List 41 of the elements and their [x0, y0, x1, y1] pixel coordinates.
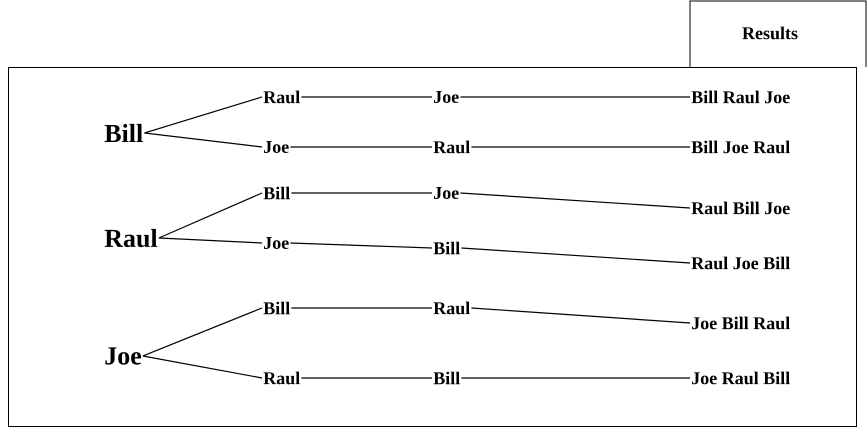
branch-name: Raul: [264, 90, 300, 104]
connector-line: [301, 377, 432, 379]
branch-name: Raul: [434, 302, 470, 314]
connector-line: [144, 132, 262, 148]
root-name: Joe: [105, 347, 142, 365]
frame-box: [8, 67, 857, 427]
result-text: Joe Raul Bill: [692, 372, 790, 384]
connector-line: [158, 237, 262, 244]
branch-name: Bill: [264, 302, 290, 314]
connector-line: [142, 355, 262, 379]
connector-line: [144, 96, 262, 134]
connector-line: [471, 146, 690, 148]
result-text: Raul Bill Joe: [692, 202, 790, 214]
result-text: Raul Joe Bill: [692, 256, 790, 270]
branch-name: Joe: [434, 187, 459, 199]
connector-line: [460, 96, 690, 98]
branch-name: Bill: [434, 242, 460, 254]
connector-line: [158, 192, 262, 239]
branch-name: Raul: [434, 140, 470, 154]
connector-line: [461, 247, 690, 264]
branch-name: Joe: [264, 237, 289, 249]
connector-line: [291, 192, 432, 194]
result-text: Bill Raul Joe: [692, 90, 790, 104]
result-text: Bill Joe Raul: [692, 140, 790, 154]
branch-name: Joe: [434, 91, 459, 103]
branch-name: Joe: [264, 141, 289, 153]
branch-name: Raul: [264, 372, 300, 384]
result-text: Joe Bill Raul: [692, 316, 790, 330]
root-name: Raul: [104, 228, 158, 248]
header-tab: Results: [690, 0, 866, 68]
connector-line: [461, 377, 690, 379]
connector-line: [471, 307, 690, 324]
connector-line: [142, 307, 262, 357]
connector-line: [290, 242, 432, 249]
connector-line: [301, 96, 432, 98]
branch-name: Bill: [264, 186, 290, 200]
connector-line: [460, 192, 690, 209]
connector-line: [291, 307, 432, 309]
branch-name: Bill: [434, 372, 460, 384]
root-name: Bill: [104, 124, 143, 142]
connector-line: [290, 146, 432, 148]
